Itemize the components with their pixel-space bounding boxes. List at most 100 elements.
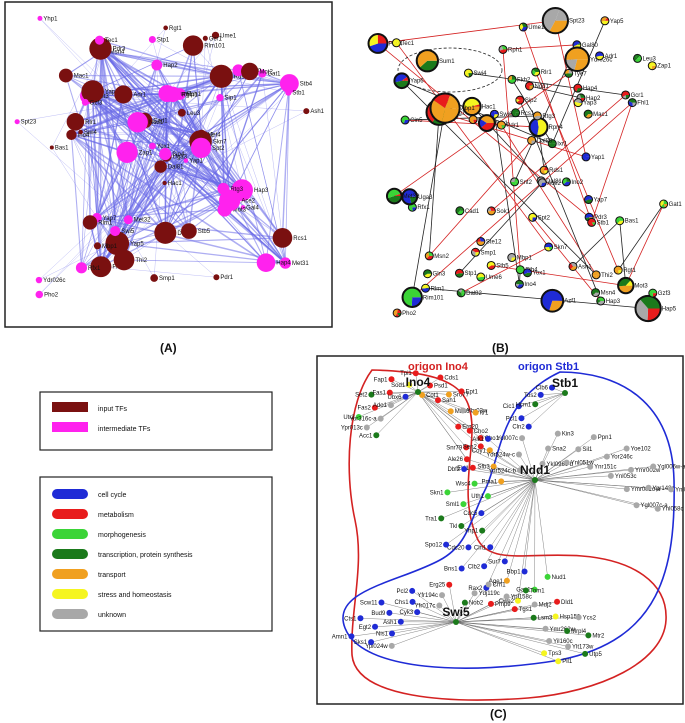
- legend-func-label-metabolism: metabolism: [98, 512, 134, 519]
- panel-a-label-rds1: Rds1: [234, 74, 249, 80]
- panel-b-node-ring: [600, 16, 610, 26]
- panel-b-label-swi4: Swi4: [473, 71, 487, 77]
- panel-b-node-ring: [498, 44, 508, 54]
- panel-b-node-ino4: [514, 279, 524, 289]
- panel-b-pie-slice: [527, 136, 536, 142]
- panel-b-label-gal80: Gal80: [582, 43, 599, 49]
- panel-a-edge: [116, 140, 202, 244]
- panel-c-node-ynl051w: [563, 459, 570, 466]
- panel-c-node-scw11: [378, 599, 385, 606]
- panel-b-pie-slice: [523, 272, 532, 277]
- panel-c-label-nis1: Nis1: [376, 631, 389, 637]
- panel-c-edge: [455, 602, 466, 623]
- panel-c-node-ylt173w: [565, 643, 572, 650]
- panel-c-edge: [415, 373, 419, 393]
- panel-c-edge: [540, 392, 566, 396]
- panel-b-pie-slice: [565, 47, 589, 60]
- panel-b-label-spt2: Spt2: [538, 215, 551, 221]
- panel-b-pie-slice: [425, 287, 430, 289]
- panel-b-pie-slice: [585, 213, 594, 219]
- panel-b-node-adr1: [595, 51, 605, 61]
- panel-c-label-cot1: Cot1: [426, 393, 439, 399]
- panel-c-label-fas2: Fas2: [358, 406, 372, 412]
- panel-b-node-gat1: [659, 199, 669, 209]
- panel-b-label-xbp1: Xbp1: [461, 106, 476, 112]
- panel-b-edge: [502, 44, 577, 50]
- panel-a-node-spt23: [14, 119, 20, 125]
- panel-c-edge: [417, 391, 489, 440]
- panel-c-edge: [535, 392, 566, 405]
- panel-b-pie-slice: [537, 118, 548, 128]
- panel-a-edge: [205, 38, 243, 191]
- panel-c-node-mdj2: [531, 601, 538, 608]
- panel-b-pie-slice: [433, 93, 451, 109]
- panel-b-pie-slice: [568, 263, 573, 270]
- panel-c-label-cyk3: Cyk3: [400, 610, 414, 616]
- panel-b-pie-slice: [592, 274, 597, 279]
- panel-b-edge: [625, 203, 665, 286]
- panel-b-pie-slice: [540, 170, 545, 175]
- panel-b-node-ring: [476, 272, 486, 282]
- panel-a-edge: [71, 134, 155, 279]
- panel-a-node-yox1: [149, 142, 156, 150]
- panel-c-node-cyk3: [414, 609, 421, 616]
- panel-b-label-dal80: Dal80: [537, 138, 553, 144]
- panel-b-node-ring: [424, 251, 434, 261]
- panel-b-node-ring: [470, 247, 480, 257]
- panel-c-label-ash1: Ash1: [383, 620, 397, 626]
- panel-a-node-met32: [123, 215, 133, 225]
- panel-b-node-ring: [385, 187, 403, 205]
- panel-a-node-pdr1: [213, 274, 220, 281]
- panel-c-node-pcl1: [518, 415, 525, 422]
- panel-b-pie-slice: [472, 248, 480, 253]
- panel-b-node-ring: [615, 216, 625, 226]
- panel-a-node-yap6: [81, 80, 104, 103]
- legend-function: cell cyclemetabolismmorphogenesistranscr…: [39, 476, 273, 632]
- panel-c-label-itr1: Itr1: [480, 411, 489, 417]
- panel-c-edges: [351, 373, 672, 662]
- panel-b-pie-slice: [511, 75, 517, 80]
- panel-a-node-rgt1: [163, 25, 169, 31]
- panel-b-label-gln3: Gln3: [433, 272, 446, 278]
- panel-b-node-sip2: [515, 95, 525, 105]
- panel-b-pie-slice: [519, 98, 524, 101]
- panel-b-node-ring: [573, 83, 583, 93]
- panel-b-node-ring: [454, 268, 464, 278]
- panel-c-edge: [351, 621, 457, 637]
- panel-a-label-yap6: Yap6: [105, 89, 119, 95]
- panel-c-node-pcl2: [409, 587, 416, 594]
- panel-c-edge: [464, 468, 536, 481]
- panel-c-label-acc1: Acc1: [359, 433, 373, 439]
- panel-b-pie-slice: [473, 119, 478, 124]
- panel-c-node-pil1: [555, 658, 562, 665]
- panel-a-edge: [74, 121, 129, 220]
- panel-c-edge: [521, 392, 566, 419]
- panel-b-pie-slice: [468, 73, 473, 78]
- panel-b-node-spt2: [528, 212, 538, 222]
- panel-c-node-cot1: [419, 392, 426, 399]
- panel-c-label-ygl007c-a: Ygl007c-a: [641, 503, 669, 509]
- panel-c-node-tom1: [522, 587, 529, 594]
- panel-c-node-ydr524w-c: [515, 451, 522, 458]
- panel-b-node-cin5: [400, 115, 410, 125]
- panel-b-node-yap3: [573, 98, 583, 108]
- panel-b-node-stb5: [486, 260, 496, 270]
- panel-a-node-adr1: [114, 85, 133, 104]
- panel-b-label-stb4: Stb4: [525, 268, 538, 274]
- panel-c-label-ypl024w: Ypl024w: [365, 644, 388, 650]
- panel-a-edge: [281, 83, 291, 238]
- panel-c-label-cts1: Cts1: [344, 616, 357, 622]
- panel-b-pie-slice: [548, 143, 557, 148]
- panel-c-label-cln1: Cln1: [474, 545, 487, 551]
- panel-c-label-alk1: Alk1: [472, 437, 484, 443]
- panel-b-edge: [572, 220, 621, 267]
- panel-a-node-pdr3: [89, 37, 112, 60]
- legend-func-swatch-metabolism: [52, 509, 88, 519]
- panel-c-label-tos2: Tos2: [524, 393, 537, 399]
- panel-c-label-kin3: Kin3: [562, 432, 575, 438]
- panel-b-pie-slice: [461, 289, 466, 293]
- panel-b-pie-slice: [402, 189, 418, 205]
- panel-b-node-sok1: [486, 206, 496, 216]
- panel-b-node-ring: [415, 49, 439, 73]
